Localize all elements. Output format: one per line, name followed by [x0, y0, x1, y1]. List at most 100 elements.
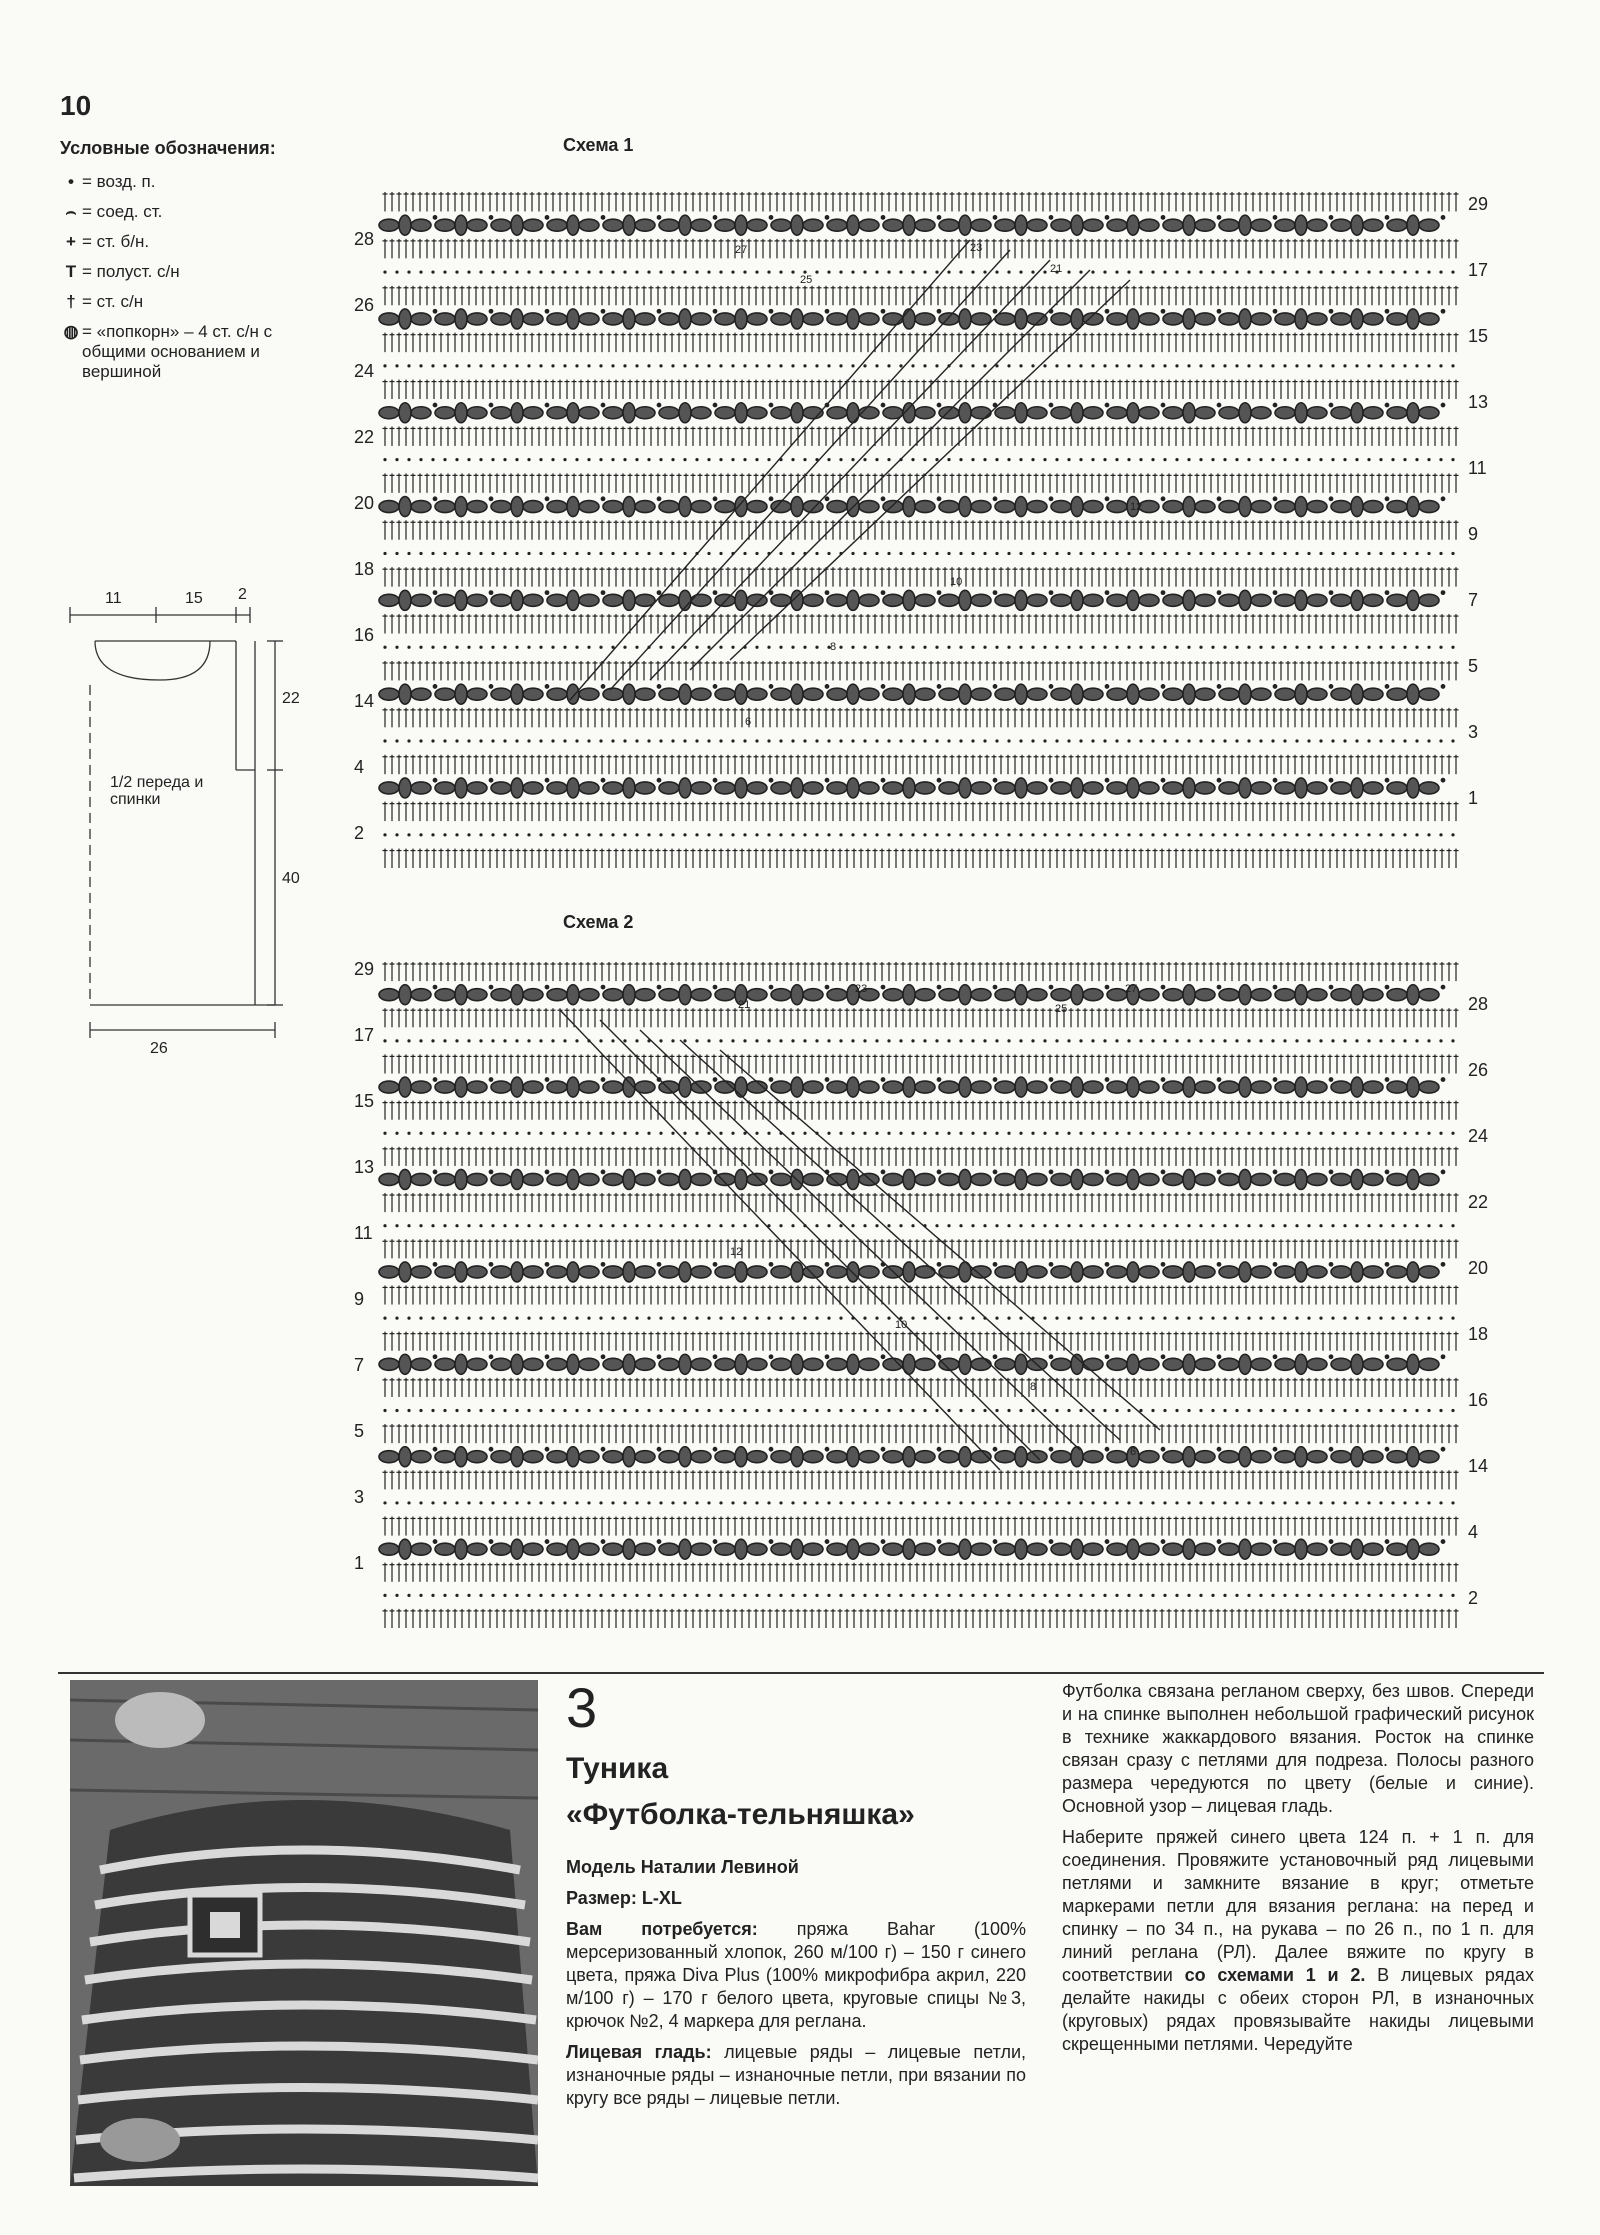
materials-text: пряжа Bahar (100% мерсеризованный хлопок… [566, 1919, 1026, 2032]
row-number: 2 [354, 823, 364, 843]
row-label: 12 [730, 1246, 742, 1258]
row-number: 20 [1468, 1258, 1488, 1278]
row-label: 25 [1055, 1003, 1067, 1015]
garment-schematic [69, 607, 283, 1038]
dim-top-left: 11 [105, 590, 122, 607]
scheme2-title: Схема 2 [563, 912, 634, 932]
model-author: Модель Наталии Левиной [566, 1857, 799, 1877]
row-label: 6 [745, 716, 751, 728]
dim-side-lower: 40 [282, 870, 300, 887]
legend-text: = соед. ст. [82, 202, 163, 222]
row-label: 10 [895, 1319, 907, 1331]
page-number: 10 [60, 90, 92, 121]
row-number: 22 [1468, 1192, 1488, 1212]
row-number: 26 [354, 295, 374, 315]
row-number: 3 [354, 1487, 364, 1507]
legend-text: = ст. с/н [82, 292, 144, 312]
row-number: 9 [354, 1289, 364, 1309]
row-number: 28 [354, 229, 374, 249]
model-number: 3 [566, 1676, 598, 1739]
legend-item: T= полуст. с/н [60, 262, 330, 282]
row-label: 23 [970, 242, 982, 254]
popcorn-stitch-icon: ◍ [63, 322, 79, 342]
article-text: Наберите пряжей синего цвета 124 п. + 1 … [1062, 1827, 1534, 1986]
row-number: 18 [354, 559, 374, 579]
row-number: 13 [1468, 392, 1488, 412]
materials-label: Вам потребуется: [566, 1919, 758, 1940]
row-number: 14 [1468, 1456, 1488, 1476]
stitch-label: Лицевая гладь: [566, 2042, 712, 2063]
model-title: Туника [566, 1752, 669, 1785]
row-number: 5 [1468, 656, 1478, 676]
row-label: 27 [1125, 983, 1137, 995]
article-middle-column: Модель Наталии Левиной Размер: L-XL Вам … [566, 1856, 1026, 2118]
article-right-column: Футболка связана регланом сверху, без шв… [1062, 1680, 1534, 2065]
row-number: 5 [354, 1421, 364, 1441]
legend-text: = полуст. с/н [82, 262, 180, 282]
double-crochet-icon: † [66, 292, 76, 312]
half-double-crochet-icon: T [65, 262, 77, 282]
size-value: L-XL [641, 1888, 682, 1909]
dim-side-upper: 22 [282, 690, 300, 707]
row-number: 14 [354, 691, 374, 711]
legend-title: Условные обозначения: [60, 138, 276, 158]
row-number: 18 [1468, 1324, 1488, 1344]
row-label: 12 [1130, 501, 1142, 513]
row-number: 17 [354, 1025, 374, 1045]
dim-bottom: 26 [150, 1040, 168, 1057]
dim-top-mid: 15 [185, 590, 203, 607]
tunic-photo [70, 1680, 538, 2186]
row-number: 9 [1468, 524, 1478, 544]
stitch-text: лицевые ряды – лицевые петли, изнаночные… [566, 2042, 1027, 2109]
row-label: 21 [738, 999, 750, 1011]
legend-text: = «попкорн» – 4 ст. с/н с общими основан… [82, 322, 273, 382]
legend-item: • = возд. п. [60, 172, 330, 192]
schematic-label: 1/2 переда и спинки [110, 774, 204, 808]
row-number: 3 [1468, 722, 1478, 742]
single-crochet-icon: + [66, 232, 76, 252]
row-label: 21 [1050, 263, 1062, 275]
legend-item: ⌢= соед. ст. [60, 202, 330, 222]
row-label: 10 [950, 576, 962, 588]
chain-stitch-icon: • [68, 172, 74, 191]
section-divider [58, 1672, 1544, 1674]
row-number: 11 [1468, 458, 1487, 478]
row-label: 23 [855, 983, 867, 995]
article-bold-text: со схемами 1 и 2. [1184, 1965, 1366, 1986]
legend-item: † = ст. с/н [60, 292, 330, 312]
row-number: 17 [1468, 260, 1488, 280]
legend-item: ◍= «попкорн» – 4 ст. с/н с общими основа… [60, 322, 330, 382]
row-number: 29 [1468, 194, 1488, 214]
row-number: 13 [354, 1157, 374, 1177]
row-number: 24 [354, 361, 374, 381]
size-label: Размер: [566, 1888, 637, 1909]
row-label: 27 [735, 244, 747, 256]
row-number: 1 [354, 1553, 364, 1573]
row-number: 7 [1468, 590, 1478, 610]
row-number: 7 [354, 1355, 364, 1375]
row-label: 6 [1130, 1446, 1136, 1458]
legend-text: = ст. б/н. [82, 232, 150, 252]
row-number: 16 [1468, 1390, 1488, 1410]
legend-text: = возд. п. [82, 172, 156, 191]
article-paragraph: Футболка связана регланом сверху, без шв… [1062, 1681, 1534, 1817]
row-number: 16 [354, 625, 374, 645]
row-number: 1 [1468, 788, 1478, 808]
row-number: 28 [1468, 994, 1488, 1014]
row-number: 15 [1468, 326, 1488, 346]
row-number: 4 [1468, 1522, 1478, 1542]
row-number: 26 [1468, 1060, 1488, 1080]
scheme1-title: Схема 1 [563, 135, 634, 155]
row-number: 29 [354, 959, 374, 979]
model-subtitle: «Футболка-тельняшка» [566, 1798, 915, 1831]
dim-top-right: 2 [238, 586, 247, 603]
row-number: 15 [354, 1091, 374, 1111]
row-number: 20 [354, 493, 374, 513]
row-number: 2 [1468, 1588, 1478, 1608]
article-text: В лицевых рядах делайте накиды с обеих с… [1062, 1965, 1534, 2055]
row-number: 22 [354, 427, 374, 447]
legend-item: + = ст. б/н. [60, 232, 330, 252]
article-paragraph: Наберите пряжей синего цвета 124 п. + 1 … [1062, 1826, 1534, 2056]
legend: •= возд. п. ⌢= соед. ст. += ст. б/н. T= … [60, 172, 330, 392]
